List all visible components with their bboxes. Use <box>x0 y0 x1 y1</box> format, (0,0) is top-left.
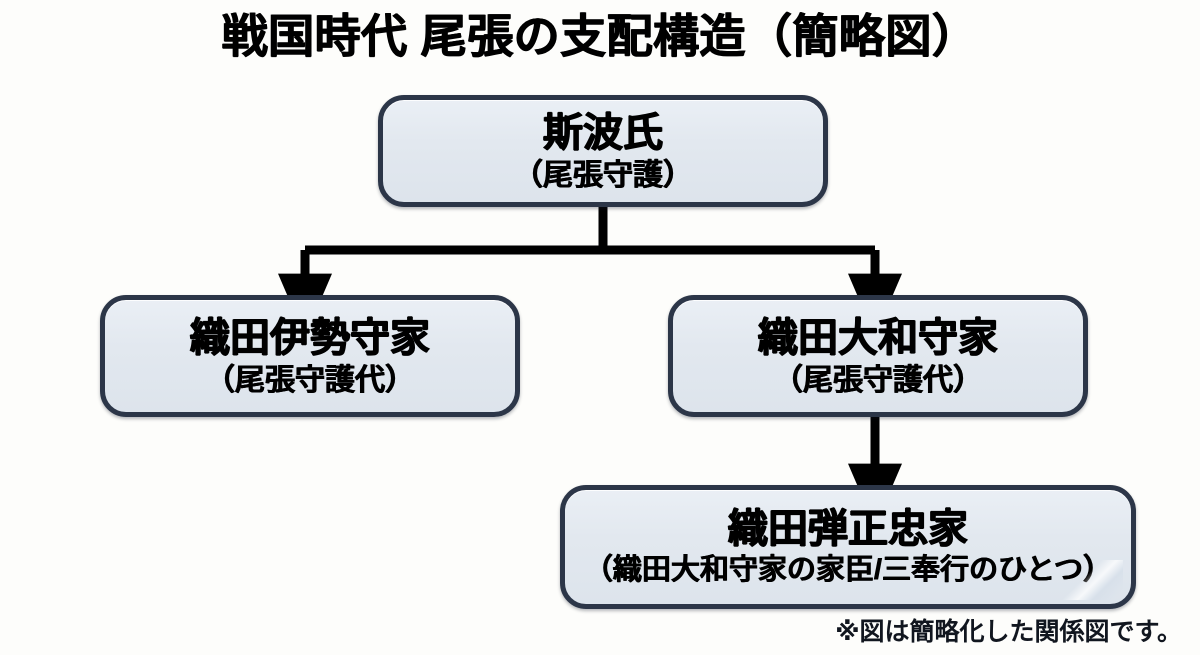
node-oda-danjo[interactable]: 織田弾正忠家 （織田大和守家の家臣/三奉行のひとつ） <box>560 485 1136 609</box>
node-oda-danjo-title: 織田弾正忠家 <box>728 507 968 552</box>
page-title: 戦国時代 尾張の支配構造（簡略図） <box>221 10 979 62</box>
node-oda-yamato[interactable]: 織田大和守家 （尾張守護代） <box>668 295 1088 417</box>
footnote-text: ※図は簡略化した関係図です。 <box>835 618 1182 646</box>
node-oda-ise-title: 織田伊勢守家 <box>190 315 430 360</box>
node-oda-ise[interactable]: 織田伊勢守家 （尾張守護代） <box>100 295 520 417</box>
node-oda-danjo-subtitle: （織田大和守家の家臣/三奉行のひとつ） <box>583 554 1113 587</box>
node-shiba-title: 斯波氏 <box>543 110 663 155</box>
node-oda-ise-subtitle: （尾張守護代） <box>205 363 415 397</box>
node-shiba[interactable]: 斯波氏 （尾張守護） <box>378 95 828 207</box>
node-oda-yamato-subtitle: （尾張守護代） <box>773 363 983 397</box>
node-shiba-subtitle: （尾張守護） <box>513 158 693 192</box>
node-oda-yamato-title: 織田大和守家 <box>758 315 998 360</box>
